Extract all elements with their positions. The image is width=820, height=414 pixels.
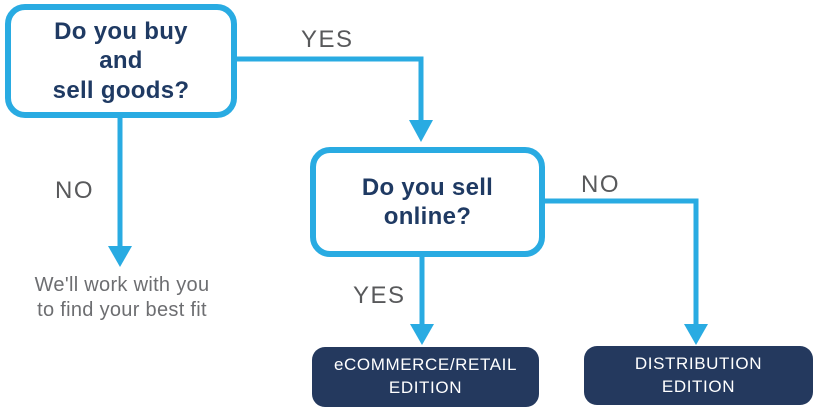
decision-box-sell-online: Do you sell online?	[310, 147, 545, 257]
decision-box-buy-sell-goods: Do you buy and sell goods?	[5, 4, 237, 118]
result-box-distribution-edition: DISTRIBUTION EDITION	[584, 346, 813, 405]
arrowhead-icon-q2-yes	[410, 324, 434, 345]
outcome-text-best-fit: We'll work with you to find your best fi…	[34, 274, 210, 321]
arrowhead-icon-q1-no	[108, 246, 132, 267]
branch-label-q1-no: NO	[55, 177, 94, 204]
arrowhead-icon-q2-no	[684, 324, 708, 345]
arrowhead-icon-q1-yes	[409, 120, 433, 142]
result-box-ecommerce-retail-edition: eCOMMERCE/RETAIL EDITION	[312, 347, 539, 407]
arrow-line-q2-no	[545, 198, 699, 326]
branch-label-q1-yes: YES	[301, 26, 354, 53]
arrow-line-q1-yes	[237, 56, 424, 122]
branch-label-q2-yes: YES	[353, 282, 406, 309]
branch-label-q2-no: NO	[581, 171, 620, 198]
